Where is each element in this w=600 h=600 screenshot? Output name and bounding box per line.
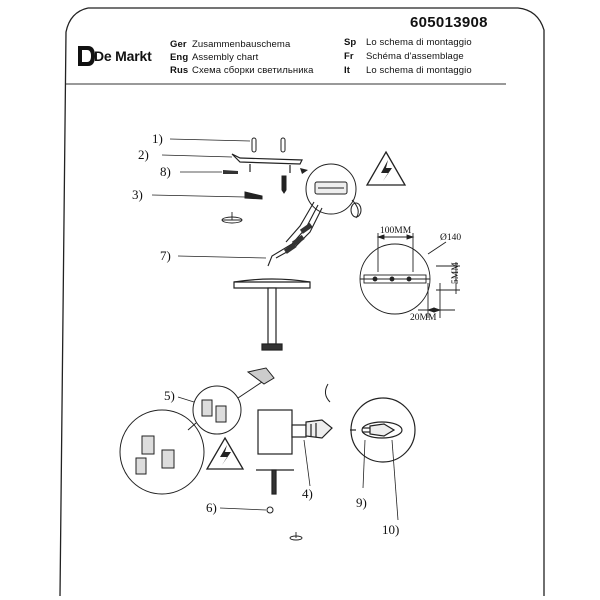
ceiling-hook (221, 212, 243, 224)
part-label-7: 7) (160, 248, 171, 263)
terminal-block-detail (305, 163, 362, 219)
dim-width-top: 100MM (380, 226, 412, 236)
voltage-warning-icon (365, 150, 407, 186)
spindle (256, 469, 294, 495)
part-label-1: 1) (152, 131, 163, 146)
wire-connectors (283, 222, 313, 254)
dimension-drawing (359, 233, 460, 318)
leader-3 (151, 194, 246, 198)
part-label-6: 6) (206, 500, 217, 515)
ceiling-marker-bottom (289, 532, 303, 541)
part-8-screw-b (300, 168, 308, 174)
part-label-3: 3) (132, 187, 143, 202)
part-5-connection-detail (119, 367, 275, 495)
leader-5 (177, 396, 195, 403)
part-label-9: 9) (356, 495, 367, 510)
part-1-screws (251, 137, 286, 153)
leader-2 (161, 154, 233, 158)
leader-9 (362, 439, 366, 489)
part-3-long-screws (244, 175, 287, 200)
leader-7 (177, 255, 267, 259)
product-code: 605013908 (410, 14, 488, 31)
dim-diameter: Ø140 (440, 233, 462, 243)
brand-logo: De Markt (76, 44, 156, 68)
part-label-2: 2) (138, 147, 149, 162)
leader-1 (169, 138, 251, 142)
part-8-screw (223, 170, 238, 174)
leader-4 (303, 439, 311, 487)
leader-6 (219, 507, 267, 511)
leader-10 (391, 439, 399, 521)
sheet-outline (59, 7, 545, 597)
part-4-lamp-body (257, 409, 333, 455)
wires (267, 201, 323, 267)
part-label-4: 4) (302, 486, 313, 501)
dim-height-side: 5MM (451, 262, 461, 284)
part-label-5: 5) (164, 388, 175, 403)
part-label-8: 8) (160, 164, 171, 179)
brand-logo-icon (78, 46, 95, 66)
part-2-bracket (231, 153, 303, 173)
brand-name: De Markt (94, 48, 152, 64)
part-9-10-glass-shade (350, 397, 416, 463)
canopy-and-stem (233, 278, 311, 351)
rotate-arrow (324, 383, 331, 403)
dim-width-bottom: 20MM (410, 313, 437, 323)
part-6-screw (266, 506, 274, 514)
voltage-warning-icon-2 (205, 436, 245, 470)
part-label-10: 10) (382, 522, 400, 537)
